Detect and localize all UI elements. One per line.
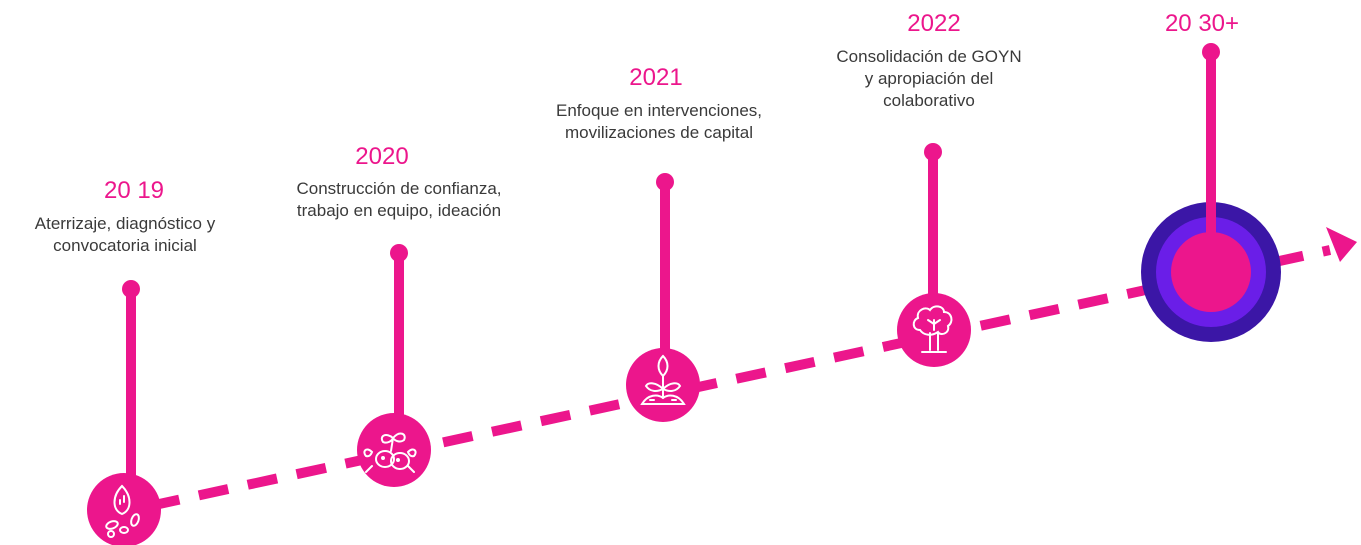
milestone-2019-description: Aterrizaje, diagnóstico y convocatoria i…: [35, 213, 215, 257]
milestone-2019-year: 20 19: [103, 177, 165, 204]
milestone-2022-description: Consolidación de GOYN y apropiación del …: [836, 46, 1021, 112]
milestone-2020-line-2: trabajo en equipo, ideación: [296, 201, 502, 220]
milestone-2030-marker: [1141, 43, 1281, 342]
milestone-2019-marker: [87, 280, 161, 545]
milestone-2022-year: 2022: [907, 10, 961, 37]
milestone-2021-year: 2021: [629, 64, 683, 91]
arrow-head-icon: [1326, 227, 1357, 262]
milestone-2030-year: 20 30+: [1164, 10, 1240, 37]
milestone-2020-marker: [357, 244, 431, 487]
milestone-2021-line-2: movilizaciones de capital: [564, 123, 754, 142]
milestone-2020-line-1: Construcción de confianza,: [296, 179, 502, 198]
sprouting-seeds-icon: [363, 432, 417, 473]
seedling-icon: [640, 354, 686, 405]
milestone-2021-description: Enfoque en intervenciones, movilizacione…: [556, 100, 762, 144]
milestone-2022-line-3: colaborativo: [883, 91, 975, 110]
tree-icon: [912, 305, 953, 353]
trend-line: [148, 245, 1332, 511]
milestone-2020-description: Construcción de confianza, trabajo en eq…: [296, 178, 501, 222]
milestone-2020-year: 2020: [355, 143, 409, 170]
milestone-2019-line-1: Aterrizaje, diagnóstico y: [34, 214, 216, 233]
milestone-2022-line-1: Consolidación de GOYN: [836, 47, 1022, 66]
seeds-icon: [105, 484, 140, 538]
milestone-2022-line-2: y apropiación del: [864, 69, 994, 88]
milestone-2019-line-2: convocatoria inicial: [53, 236, 197, 255]
milestone-2021-line-1: Enfoque en intervenciones,: [555, 101, 763, 120]
